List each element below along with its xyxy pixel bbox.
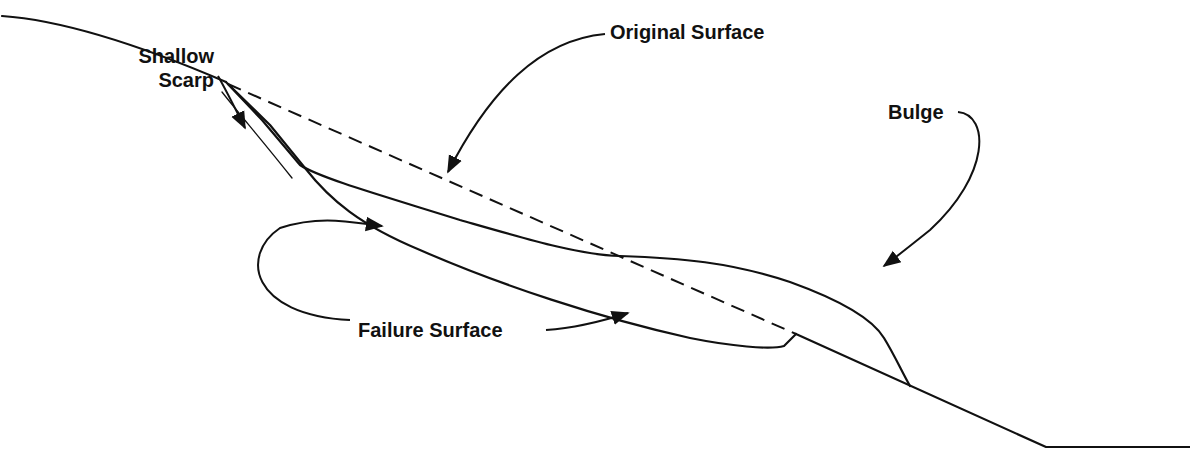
scarp-leader [218, 76, 245, 128]
lower-slope-line [796, 334, 1190, 447]
displaced-mass-surface [226, 82, 910, 386]
part-label: Shallow Scarp [132, 44, 214, 92]
failure-surface-line [228, 84, 796, 348]
failure-surface-leader [258, 220, 382, 320]
original-surface-leader [448, 34, 605, 172]
part-label: Failure Surface [358, 318, 503, 342]
failure-surface-leader [546, 313, 628, 330]
original-surface-line [228, 84, 796, 334]
part-label: Original Surface [610, 20, 765, 44]
part-label: Bulge [888, 100, 944, 124]
bulge-leader [884, 112, 979, 266]
